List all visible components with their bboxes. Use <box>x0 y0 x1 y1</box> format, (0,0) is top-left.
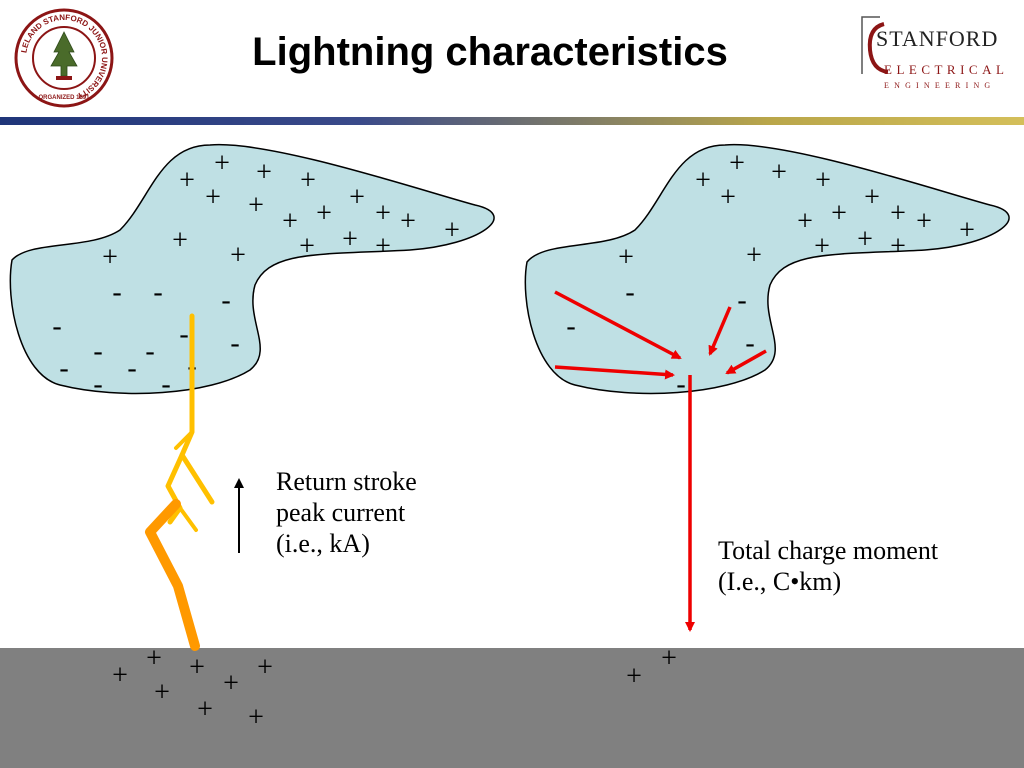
ground-left-positive-charges: +++ +++ ++ <box>112 643 273 733</box>
logo-name: STANFORD <box>876 26 999 51</box>
lightning-leader <box>145 313 215 651</box>
charge-arrow-2 <box>708 306 732 356</box>
positive-charge: + <box>189 652 205 683</box>
cloud-left-positive-charges: +++ +++ +++ +++ +++ +++ <box>102 148 460 273</box>
leader-yellow-trunk <box>165 313 195 525</box>
seal-organized-text: ORGANIZED 1891 <box>38 95 90 101</box>
positive-charge: + <box>256 157 272 188</box>
positive-charge: + <box>349 182 365 213</box>
charge-flow-arrows <box>554 290 767 632</box>
positive-charge: + <box>695 165 711 196</box>
return-stroke-label: Return stroke peak current (i.e., kA) <box>276 466 417 559</box>
return-stroke-line-1: Return stroke <box>276 467 417 496</box>
negative-charge: - <box>93 369 102 400</box>
positive-charge: + <box>720 182 736 213</box>
stanford-ee-logo: STANFORD ELECTRICAL ENGINEERING <box>858 14 1018 98</box>
positive-charge: + <box>102 242 118 273</box>
negative-charge: - <box>566 311 575 342</box>
positive-charge: + <box>857 224 873 255</box>
positive-charge: + <box>831 198 847 229</box>
positive-charge: + <box>797 206 813 237</box>
positive-charge: + <box>959 215 975 246</box>
negative-charge: - <box>145 336 154 367</box>
positive-charge: + <box>282 206 298 237</box>
positive-charge: + <box>214 148 230 179</box>
positive-charge: + <box>316 198 332 229</box>
leader-yellow-branch-2 <box>174 430 194 450</box>
cloud-right-negative-charges: - - - - - <box>566 277 754 400</box>
negative-charge: - <box>112 277 121 308</box>
negative-charge: - <box>737 285 746 316</box>
negative-charge: - <box>93 336 102 367</box>
charge-moment-line-1: Total charge moment <box>718 536 939 565</box>
negative-charge: - <box>127 353 136 384</box>
negative-charge: - <box>153 277 162 308</box>
positive-charge: + <box>815 165 831 196</box>
positive-charge: + <box>618 242 634 273</box>
positive-charge: + <box>248 190 264 221</box>
positive-charge: + <box>890 231 906 262</box>
positive-charge: + <box>146 643 162 674</box>
stanford-seal-logo: LELAND STANFORD JUNIOR UNIVERSITY ORGANI… <box>14 8 114 108</box>
positive-charge: + <box>179 165 195 196</box>
positive-charge: + <box>626 661 642 692</box>
charge-moment-line-2: (I.e., C•km) <box>718 567 842 596</box>
return-stroke-line-2: peak current <box>276 498 406 527</box>
positive-charge: + <box>771 157 787 188</box>
negative-charge: - <box>161 369 170 400</box>
logo-sub: ENGINEERING <box>884 81 996 90</box>
positive-charge: + <box>257 652 273 683</box>
cloud-right <box>524 143 1010 395</box>
positive-charge: + <box>864 182 880 213</box>
positive-charge: + <box>223 668 239 699</box>
negative-charge: - <box>59 353 68 384</box>
charge-arrow-4 <box>725 349 767 375</box>
negative-charge: - <box>179 319 188 350</box>
negative-charge: - <box>625 277 634 308</box>
cloud-right-positive-charges: +++ +++ +++ +++ +++ + <box>618 148 975 273</box>
positive-charge: + <box>230 240 246 271</box>
positive-charge: + <box>197 694 213 725</box>
charge-arrow-1 <box>554 290 682 360</box>
leader-yellow-branch-3 <box>178 506 198 532</box>
positive-charge: + <box>661 643 677 674</box>
leader-yellow-branch-1 <box>179 452 215 505</box>
positive-charge: + <box>375 231 391 262</box>
logo-dept: ELECTRICAL <box>884 62 1009 77</box>
ground-right-positive-charges: ++ <box>626 643 677 692</box>
cloud-left <box>9 143 495 395</box>
positive-charge: + <box>300 165 316 196</box>
positive-charge: + <box>916 206 932 237</box>
return-stroke-line-3: (i.e., kA) <box>276 529 370 558</box>
positive-charge: + <box>400 206 416 237</box>
positive-charge: + <box>248 702 264 733</box>
positive-charge: + <box>746 240 762 271</box>
slide-title: Lightning characteristics <box>252 30 728 74</box>
positive-charge: + <box>112 660 128 691</box>
ground <box>0 648 1024 768</box>
negative-charge: - <box>52 311 61 342</box>
charge-arrow-3 <box>554 365 675 380</box>
positive-charge: + <box>890 198 906 229</box>
logo-bracket-icon <box>861 16 889 74</box>
positive-charge: + <box>342 224 358 255</box>
negative-charge: - <box>676 369 685 400</box>
negative-charge: - <box>745 328 754 359</box>
positive-charge: + <box>299 231 315 262</box>
leader-orange-lower <box>145 499 200 651</box>
positive-charge: + <box>375 198 391 229</box>
negative-charge: - <box>230 328 239 359</box>
negative-charge: - <box>221 285 230 316</box>
title-divider <box>0 117 1024 125</box>
positive-charge: + <box>814 231 830 262</box>
positive-charge: + <box>154 677 170 708</box>
positive-charge: + <box>172 225 188 256</box>
positive-charge: + <box>444 215 460 246</box>
positive-charge: + <box>729 148 745 179</box>
positive-charge: + <box>205 182 221 213</box>
charge-moment-label: Total charge moment (I.e., C•km) <box>718 535 938 597</box>
